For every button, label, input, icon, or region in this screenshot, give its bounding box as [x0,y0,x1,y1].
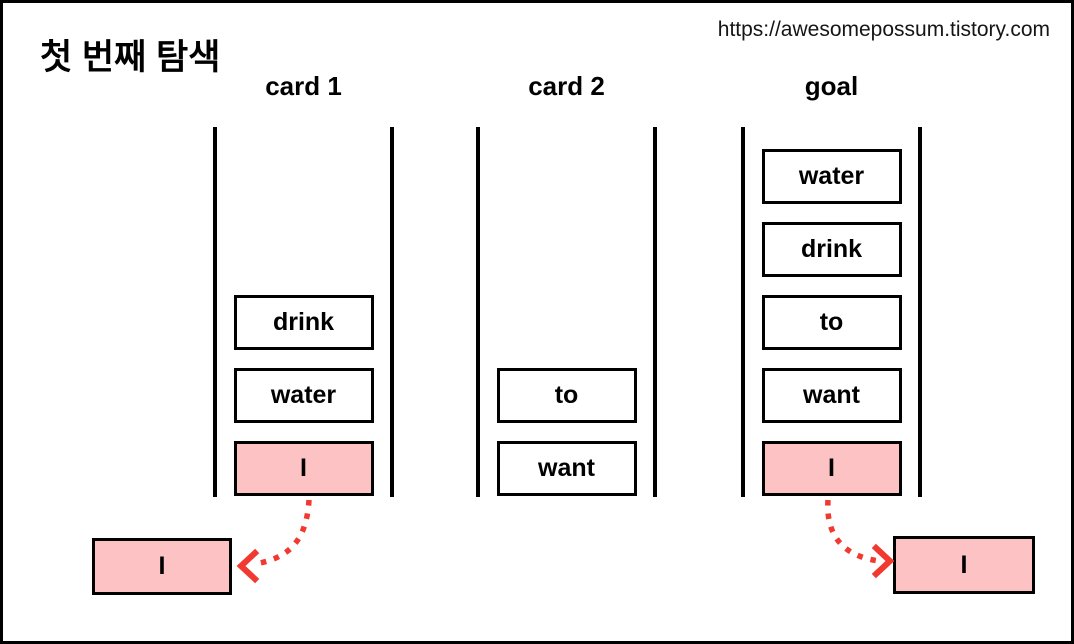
pop-arrow-left [253,499,312,567]
popped-card-right: I [893,536,1035,594]
stack-item-want: want [496,441,637,496]
stack-item-drink: drink [761,222,902,277]
arrowhead-right-icon [871,543,895,579]
stack-item-water: water [761,149,902,204]
pop-arrow-right [825,499,881,564]
stack-item-i: I [233,441,374,496]
stack-item-to: to [496,368,637,423]
page-title: 첫 번째 탐색 [40,38,221,77]
stack-card2: to want [476,127,657,497]
stack-item-drink: drink [233,295,374,350]
stack-label-card1: card 1 [265,71,342,101]
stack-label-card2: card 2 [528,71,605,101]
stack-item-to: to [761,295,902,350]
stack-item-i: I [761,441,902,496]
stack-label-goal: goal [804,71,859,101]
arrowhead-left-icon [236,548,260,584]
stack-item-want: want [761,368,902,423]
stack-item-water: water [233,368,374,423]
watermark-url: https://awesomepossum.tistory.com [717,18,1050,41]
popped-card-left: I [92,538,232,595]
